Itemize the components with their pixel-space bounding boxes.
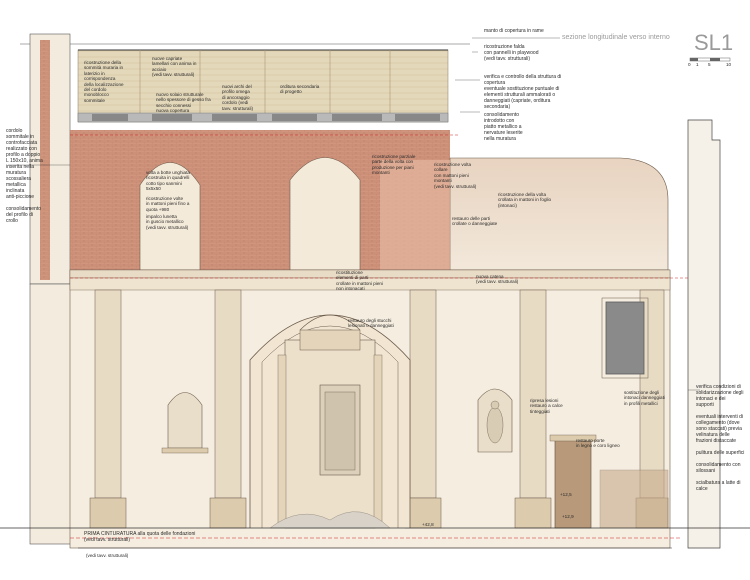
ground-line bbox=[0, 134, 750, 549]
right-wall bbox=[687, 119, 721, 549]
nave-elevation bbox=[69, 269, 671, 549]
note-new-shell: nuova catena (vedi tavv. strutturali) bbox=[476, 274, 519, 285]
note-roof-consolidation: consolidamento introdotto con piatto met… bbox=[484, 112, 523, 142]
scale-0: 0 bbox=[688, 62, 691, 67]
leader-lines bbox=[8, 37, 700, 391]
note-roof-slab: ricostruzione falda con pannelli in play… bbox=[484, 44, 539, 62]
note-piers-rebuild: ricostruzione volta collare con mattoni … bbox=[434, 162, 477, 189]
note-left-cordolo: cordolo sommitale in controfacciata real… bbox=[6, 128, 43, 200]
note-foundation: PRIMA CINTURATURA alla quota delle fonda… bbox=[84, 531, 196, 543]
note-plaster-replace: sostituzione degli intonaci danneggiati … bbox=[624, 390, 665, 406]
scale-5: 5 bbox=[708, 62, 711, 67]
note-right-list: verifica condizioni di solidarizzazione … bbox=[696, 384, 745, 492]
note-vault-bricks: ricostruzione volte in mattoni pieni fin… bbox=[146, 196, 190, 212]
level-floor: +42,8 bbox=[422, 522, 434, 527]
note-door-restore: restauro porte in legno e coro ligneo bbox=[576, 438, 620, 449]
note-lunette-rebuild: impalco lunetta in guscio metallico (ved… bbox=[146, 214, 189, 230]
note-reintegration: ricostituzione elementi di parti crollat… bbox=[336, 270, 383, 292]
scale-10: 10 bbox=[726, 62, 732, 67]
left-wall bbox=[29, 33, 75, 545]
note-new-ties: nuovi archi del profilo omega di ancorag… bbox=[222, 84, 254, 111]
note-vault-crossing: ricostruzione della volta crollata in ma… bbox=[498, 192, 552, 208]
note-roof-top: manto di copertura in rame bbox=[484, 28, 544, 34]
sheet-code: SL1 bbox=[694, 30, 734, 55]
note-secondary-frame: orditura secondaria di progetto bbox=[280, 84, 320, 95]
level-right: +12,9 bbox=[562, 514, 574, 519]
note-left-consolidation: consolidamento del profilo di crollo bbox=[6, 206, 42, 224]
note-new-beams: nuovo solaio strutturale nello spessore … bbox=[156, 92, 211, 114]
scale-bar bbox=[689, 57, 731, 62]
vault-zone bbox=[70, 130, 669, 271]
note-wall-rebuild: ricostruzione della sommità muraria in l… bbox=[84, 60, 124, 103]
level-cornice: +12,5 bbox=[560, 492, 572, 497]
note-foundation-2: (vedi tavv. strutturali) bbox=[86, 553, 129, 558]
note-vault-reinforce: volta a botte unghiata ricostruita in qu… bbox=[146, 170, 190, 192]
note-roof-structure: verifica e controllo della struttura di … bbox=[484, 74, 562, 110]
note-vault-existing: restauro delle parti crollate o danneggi… bbox=[452, 216, 498, 227]
note-new-trusses: nuove capriate lamellari con anima in ac… bbox=[152, 56, 197, 78]
note-partial-rebuild: ricostruzione parziale parte della volta… bbox=[372, 154, 416, 176]
scale-1: 1 bbox=[696, 62, 699, 67]
roof-structure bbox=[20, 43, 470, 123]
sheet-subtitle: sezione longitudinale verso interno bbox=[562, 34, 670, 41]
note-plaster-repair: restauro degli stucchi lesionati o danne… bbox=[348, 318, 394, 329]
note-cracks-repair: ripresa lesioni restauro a calce tintegg… bbox=[530, 398, 563, 414]
